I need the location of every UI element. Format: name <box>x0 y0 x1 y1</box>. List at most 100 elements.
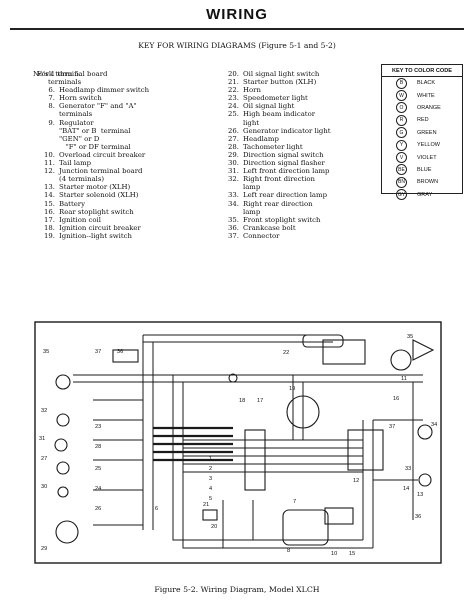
key-entry-number: 14. <box>44 191 55 200</box>
label-12: 12 <box>353 478 359 484</box>
key-entry-text: Front stoplight switch <box>243 215 321 224</box>
key-subtitle: KEY FOR WIRING DIAGRAMS (Figure 5-1 and … <box>138 41 336 50</box>
key-entry: 36.Crankcase bolt <box>217 224 377 232</box>
label-4: 4 <box>209 486 212 492</box>
label-6: 6 <box>155 506 158 512</box>
label-26: 26 <box>95 506 101 512</box>
color-code-badge: GY <box>396 189 407 201</box>
label-5: 5 <box>209 496 212 502</box>
color-code-badge: R <box>396 114 407 126</box>
key-entry-number: 31. <box>228 167 239 176</box>
label-19: 19 <box>289 386 295 392</box>
junction-board-12-component <box>347 429 384 471</box>
label-21: 21 <box>203 502 209 508</box>
key-entry-number: 17. <box>44 215 55 224</box>
key-entry-text: Starter motor (XLH) <box>59 183 131 192</box>
key-entry-number: 19. <box>44 231 55 240</box>
lamp-31-component <box>54 438 68 452</box>
label-25: 25 <box>95 466 101 472</box>
key-entry-text: Junction terminal board (4 terminals) <box>59 167 143 184</box>
lamp-27-component <box>56 461 70 475</box>
stoplight-switch-component <box>412 339 435 361</box>
regulator-9-component <box>322 339 366 365</box>
key-entry-text: Headlamp dimmer switch <box>59 86 150 95</box>
label-35-right: 35 <box>407 334 413 340</box>
key-entry-number: 10. <box>44 150 55 159</box>
key-entry-text: Overload circuit breaker <box>59 150 146 159</box>
key-entry: 37. Connector <box>217 232 377 240</box>
color-key-row: R RED <box>382 114 462 126</box>
key-entry: 18.Ignition circuit breaker <box>33 224 208 232</box>
key-entry-text: Speedometer light <box>243 94 308 103</box>
label-37-right: 37 <box>389 424 395 430</box>
generator-8-component <box>282 509 329 546</box>
key-entry-number: 12. <box>44 167 55 176</box>
color-key-title: KEY TO COLOR CODE <box>382 65 462 77</box>
color-name: ORANGE <box>417 104 441 111</box>
lamp-32-component <box>56 413 70 427</box>
key-entry-text: Ignition coil <box>59 215 101 224</box>
key-entry: 8.Generator "F" and "A" terminals <box>33 102 208 118</box>
key-entry-number: 6. <box>48 86 55 95</box>
color-code-badge: B <box>396 77 407 89</box>
label-35: 35 <box>43 349 49 355</box>
key-entry: 31.Left front direction lamp <box>217 167 377 175</box>
wire-bundle <box>153 426 233 462</box>
key-entry-number: 27. <box>228 134 239 143</box>
key-entry: 32. Right front direction lamp <box>217 175 377 191</box>
label-22: 22 <box>283 350 289 356</box>
key-entry: 7.Horn switch <box>33 94 208 102</box>
key-entry-text: Rear stoplight switch <box>59 207 134 216</box>
lamp-30-component <box>57 486 69 498</box>
label-3: 3 <box>209 476 212 482</box>
key-entry: 11.Tail lamp <box>33 159 208 167</box>
color-name: RED <box>417 117 429 124</box>
key-entry-text: Crankcase bolt <box>243 223 296 232</box>
color-name: VIOLET <box>417 154 437 161</box>
key-entry-number: 9. <box>48 118 55 127</box>
color-name: YELLOW <box>417 142 440 149</box>
key-entry: 14.Starter solenoid (XLH) <box>33 191 208 199</box>
label-37-top: 37 <box>95 349 101 355</box>
label-17: 17 <box>257 398 263 404</box>
title-rule <box>10 28 464 30</box>
junction-board-component <box>244 429 266 491</box>
key-entry-text: Regulator "BAT" or B terminal "GEN" or D… <box>59 118 131 151</box>
key-entry: 27.Headlamp <box>217 135 377 143</box>
label-31: 31 <box>39 436 45 442</box>
key-entry-number: 20. <box>228 70 239 78</box>
key-entry: 30.Direction signal flasher <box>217 159 377 167</box>
key-entry: 22.Horn <box>217 86 377 94</box>
ignition-switch-19-component <box>286 395 320 429</box>
wiring-diagram: 35 37 36 32 31 27 30 29 23 28 25 24 26 1… <box>34 321 442 564</box>
key-entry-number: 15. <box>44 199 55 208</box>
color-code-badge: BE <box>396 164 407 176</box>
key-entry: 29.Direction signal switch <box>217 151 377 159</box>
label-10: 10 <box>331 551 337 557</box>
key-entry-text: Connector <box>243 231 280 240</box>
label-1: 1 <box>209 456 212 462</box>
key-entry-number: 13. <box>44 183 55 192</box>
key-entry: No's 1 thru 5.Fork terminal board termin… <box>33 70 208 86</box>
key-entry: 25.High beam indicator light <box>217 110 377 126</box>
key-entry: 13. Starter motor (XLH) <box>33 183 208 191</box>
key-entry-number: 37. <box>228 231 239 240</box>
label-34: 34 <box>431 422 437 428</box>
label-15: 15 <box>349 551 355 557</box>
headlamp-component <box>55 374 71 390</box>
label-27: 27 <box>41 456 47 462</box>
color-name: BROWN <box>417 179 439 186</box>
key-entry-number: 21. <box>228 78 239 87</box>
key-entry-text: Right front direction lamp <box>243 175 315 192</box>
key-entry: 21.Starter button (XLH) <box>217 78 377 86</box>
key-entry-number: 32. <box>228 175 239 184</box>
label-11: 11 <box>401 376 407 382</box>
key-entry-number: 29. <box>228 150 239 159</box>
label-30: 30 <box>41 484 47 490</box>
key-entry-text: Ignition--light switch <box>59 231 132 240</box>
key-entry-number: 28. <box>228 142 239 151</box>
